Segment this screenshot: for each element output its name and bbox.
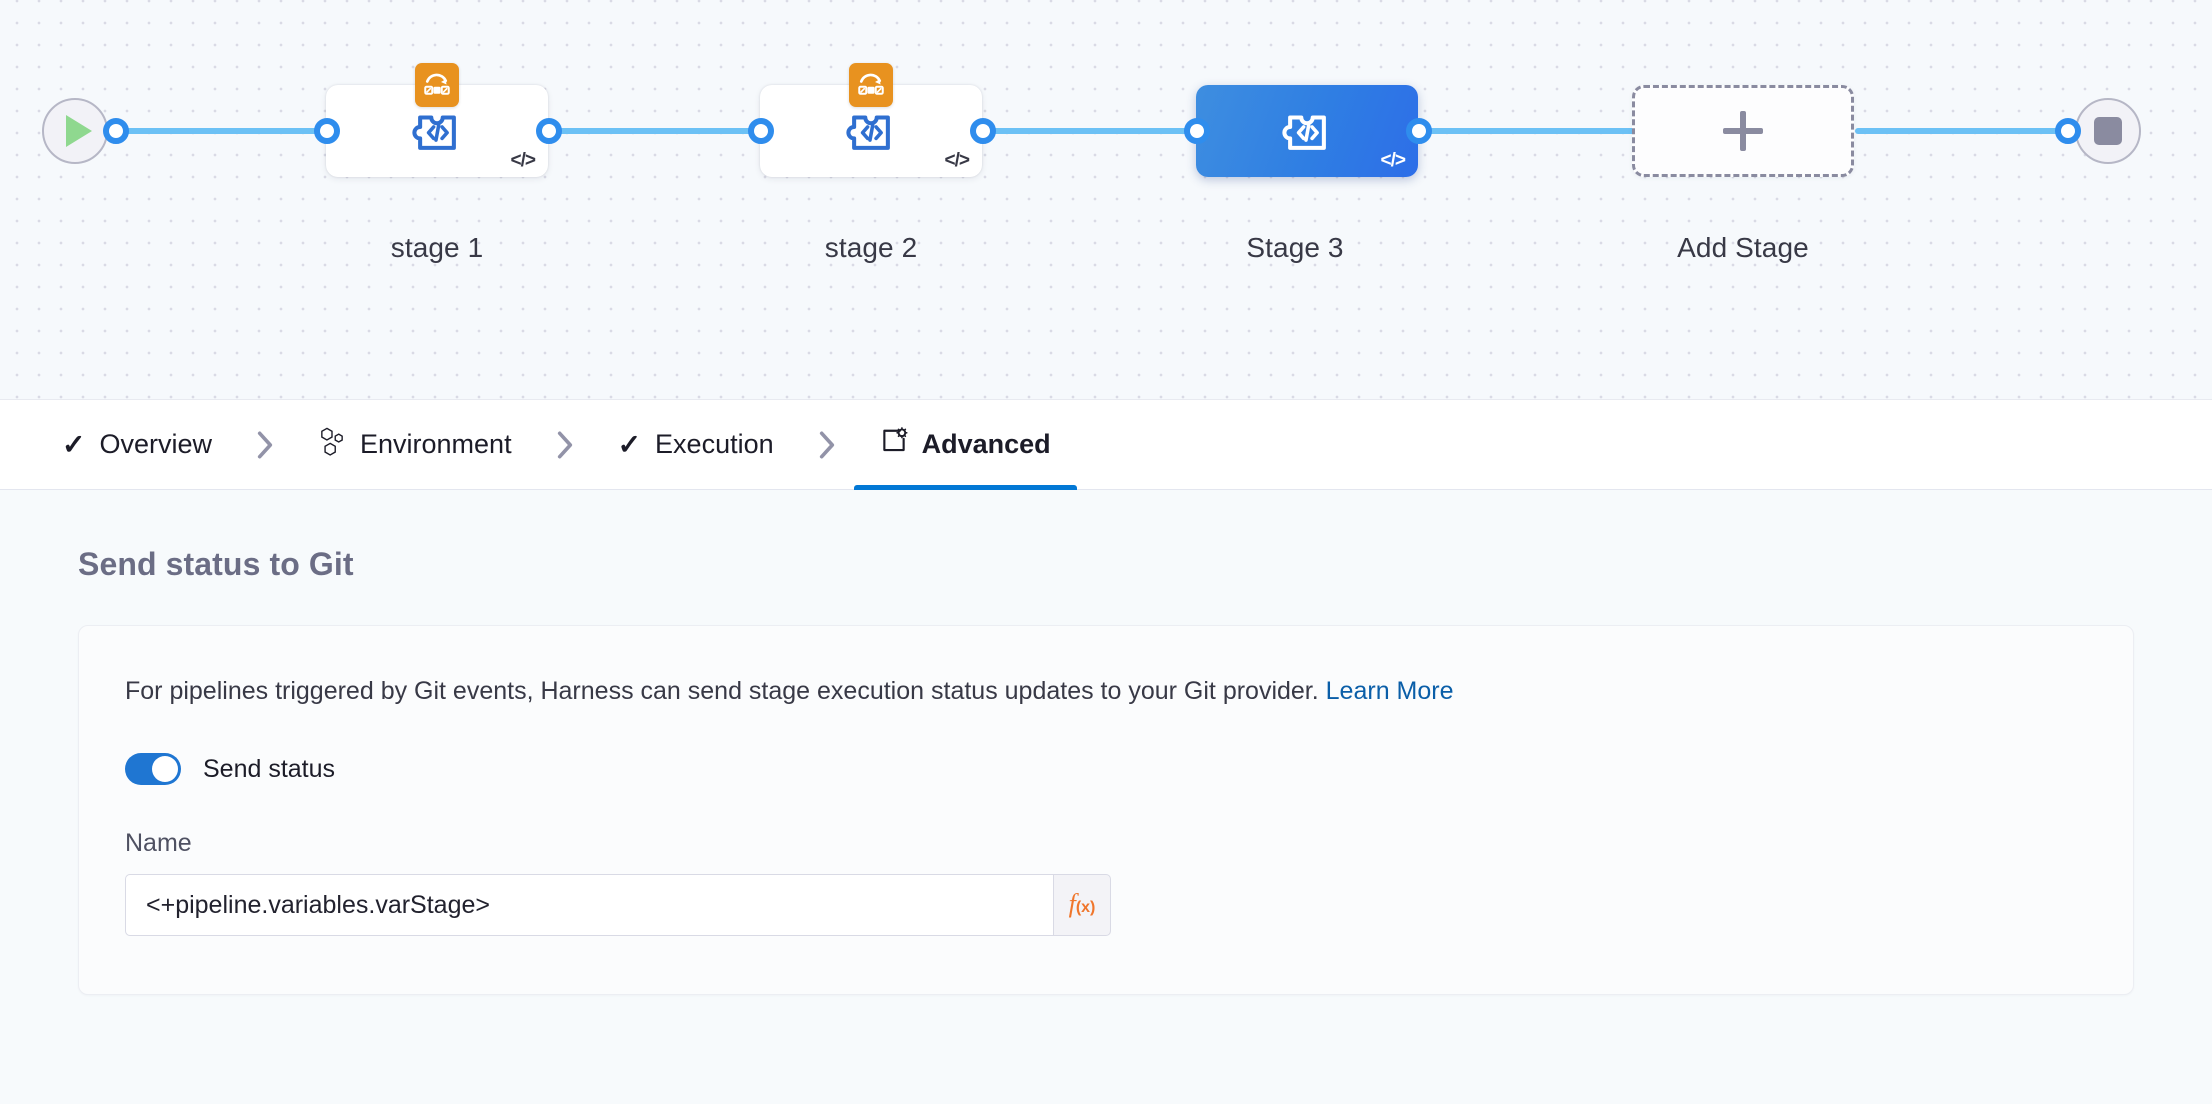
connector-rail xyxy=(1855,128,2065,134)
stage-3-output-dot[interactable] xyxy=(1406,118,1432,144)
toggle-knob xyxy=(152,756,178,782)
tab-label: Advanced xyxy=(921,429,1051,459)
stage-node-label: Stage 3 xyxy=(1246,232,1344,263)
learn-more-link[interactable]: Learn More xyxy=(1325,677,1454,705)
stage-node-1[interactable]: </> xyxy=(326,63,548,177)
card-description: For pipelines triggered by Git events, H… xyxy=(125,674,2087,709)
description-text: For pipelines triggered by Git events, H… xyxy=(125,677,1319,705)
tab-environment[interactable]: Environment xyxy=(292,400,538,489)
tab-separator-icon xyxy=(800,400,854,489)
box-gear-icon xyxy=(880,427,908,462)
tab-label: Environment xyxy=(360,429,512,459)
custom-stage-icon xyxy=(1282,115,1326,150)
connector-rail xyxy=(975,128,1210,134)
matrix-strategy-icon[interactable] xyxy=(849,63,893,107)
add-stage-node[interactable] xyxy=(1632,85,1854,177)
stage-1-input-dot[interactable] xyxy=(314,118,340,144)
tab-label: Execution xyxy=(655,429,774,459)
code-glyph-icon: </> xyxy=(944,150,971,171)
stage-node-label: stage 2 xyxy=(824,232,918,263)
send-status-toggle-row: Send status xyxy=(125,753,2087,785)
name-input[interactable] xyxy=(125,874,1053,936)
name-field-label: Name xyxy=(125,829,192,857)
tab-execution[interactable]: ✓ Execution xyxy=(592,400,800,489)
stage-tab-bar: ✓ Overview Environment ✓ Execution xyxy=(0,400,2212,490)
end-connector-dot[interactable] xyxy=(2055,118,2081,144)
stage-node-label: stage 1 xyxy=(390,232,484,263)
name-field-row: f(x) xyxy=(125,874,1111,936)
start-connector-dot[interactable] xyxy=(103,118,129,144)
pipeline-end-node[interactable] xyxy=(2075,98,2141,164)
page-title: Send status to Git xyxy=(78,546,354,582)
custom-stage-icon xyxy=(846,115,890,150)
send-status-card: For pipelines triggered by Git events, H… xyxy=(78,625,2134,995)
stage-1-output-dot[interactable] xyxy=(536,118,562,144)
connector-rail xyxy=(116,128,326,134)
play-icon xyxy=(66,115,92,147)
fx-glyph: f xyxy=(1068,889,1076,918)
tab-overview[interactable]: ✓ Overview xyxy=(36,400,238,489)
code-glyph-icon: </> xyxy=(510,150,537,171)
fx-subscript: (x) xyxy=(1075,899,1096,916)
stage-2-output-dot[interactable] xyxy=(970,118,996,144)
pipeline-start-node[interactable] xyxy=(42,98,108,164)
add-stage-label: Add Stage xyxy=(1677,232,1809,263)
hexagons-icon xyxy=(318,427,346,462)
expression-fx-button[interactable]: f(x) xyxy=(1053,874,1111,936)
pipeline-canvas[interactable]: </> stage 1 </> stage 2 xyxy=(0,0,2212,400)
tab-advanced[interactable]: Advanced xyxy=(853,400,1077,490)
matrix-strategy-icon[interactable] xyxy=(415,63,459,107)
stop-icon xyxy=(2094,117,2122,145)
plus-icon xyxy=(1723,128,1763,134)
tab-separator-icon xyxy=(538,400,592,489)
code-glyph-icon: </> xyxy=(1380,150,1407,171)
check-icon: ✓ xyxy=(617,428,642,460)
tab-label: Overview xyxy=(99,429,212,459)
stage-node-2[interactable]: </> xyxy=(760,63,982,177)
tab-separator-icon xyxy=(238,400,292,489)
send-status-toggle[interactable] xyxy=(125,753,181,785)
stage-node-3[interactable]: </> xyxy=(1196,85,1418,177)
check-icon: ✓ xyxy=(62,428,86,460)
connector-rail xyxy=(1415,128,1660,134)
send-status-toggle-label: Send status xyxy=(203,754,336,783)
custom-stage-icon xyxy=(412,115,456,150)
advanced-panel: Send status to Git For pipelines trigger… xyxy=(0,490,2212,1104)
stage-3-input-dot[interactable] xyxy=(1184,118,1210,144)
connector-rail xyxy=(540,128,770,134)
stage-2-input-dot[interactable] xyxy=(748,118,774,144)
